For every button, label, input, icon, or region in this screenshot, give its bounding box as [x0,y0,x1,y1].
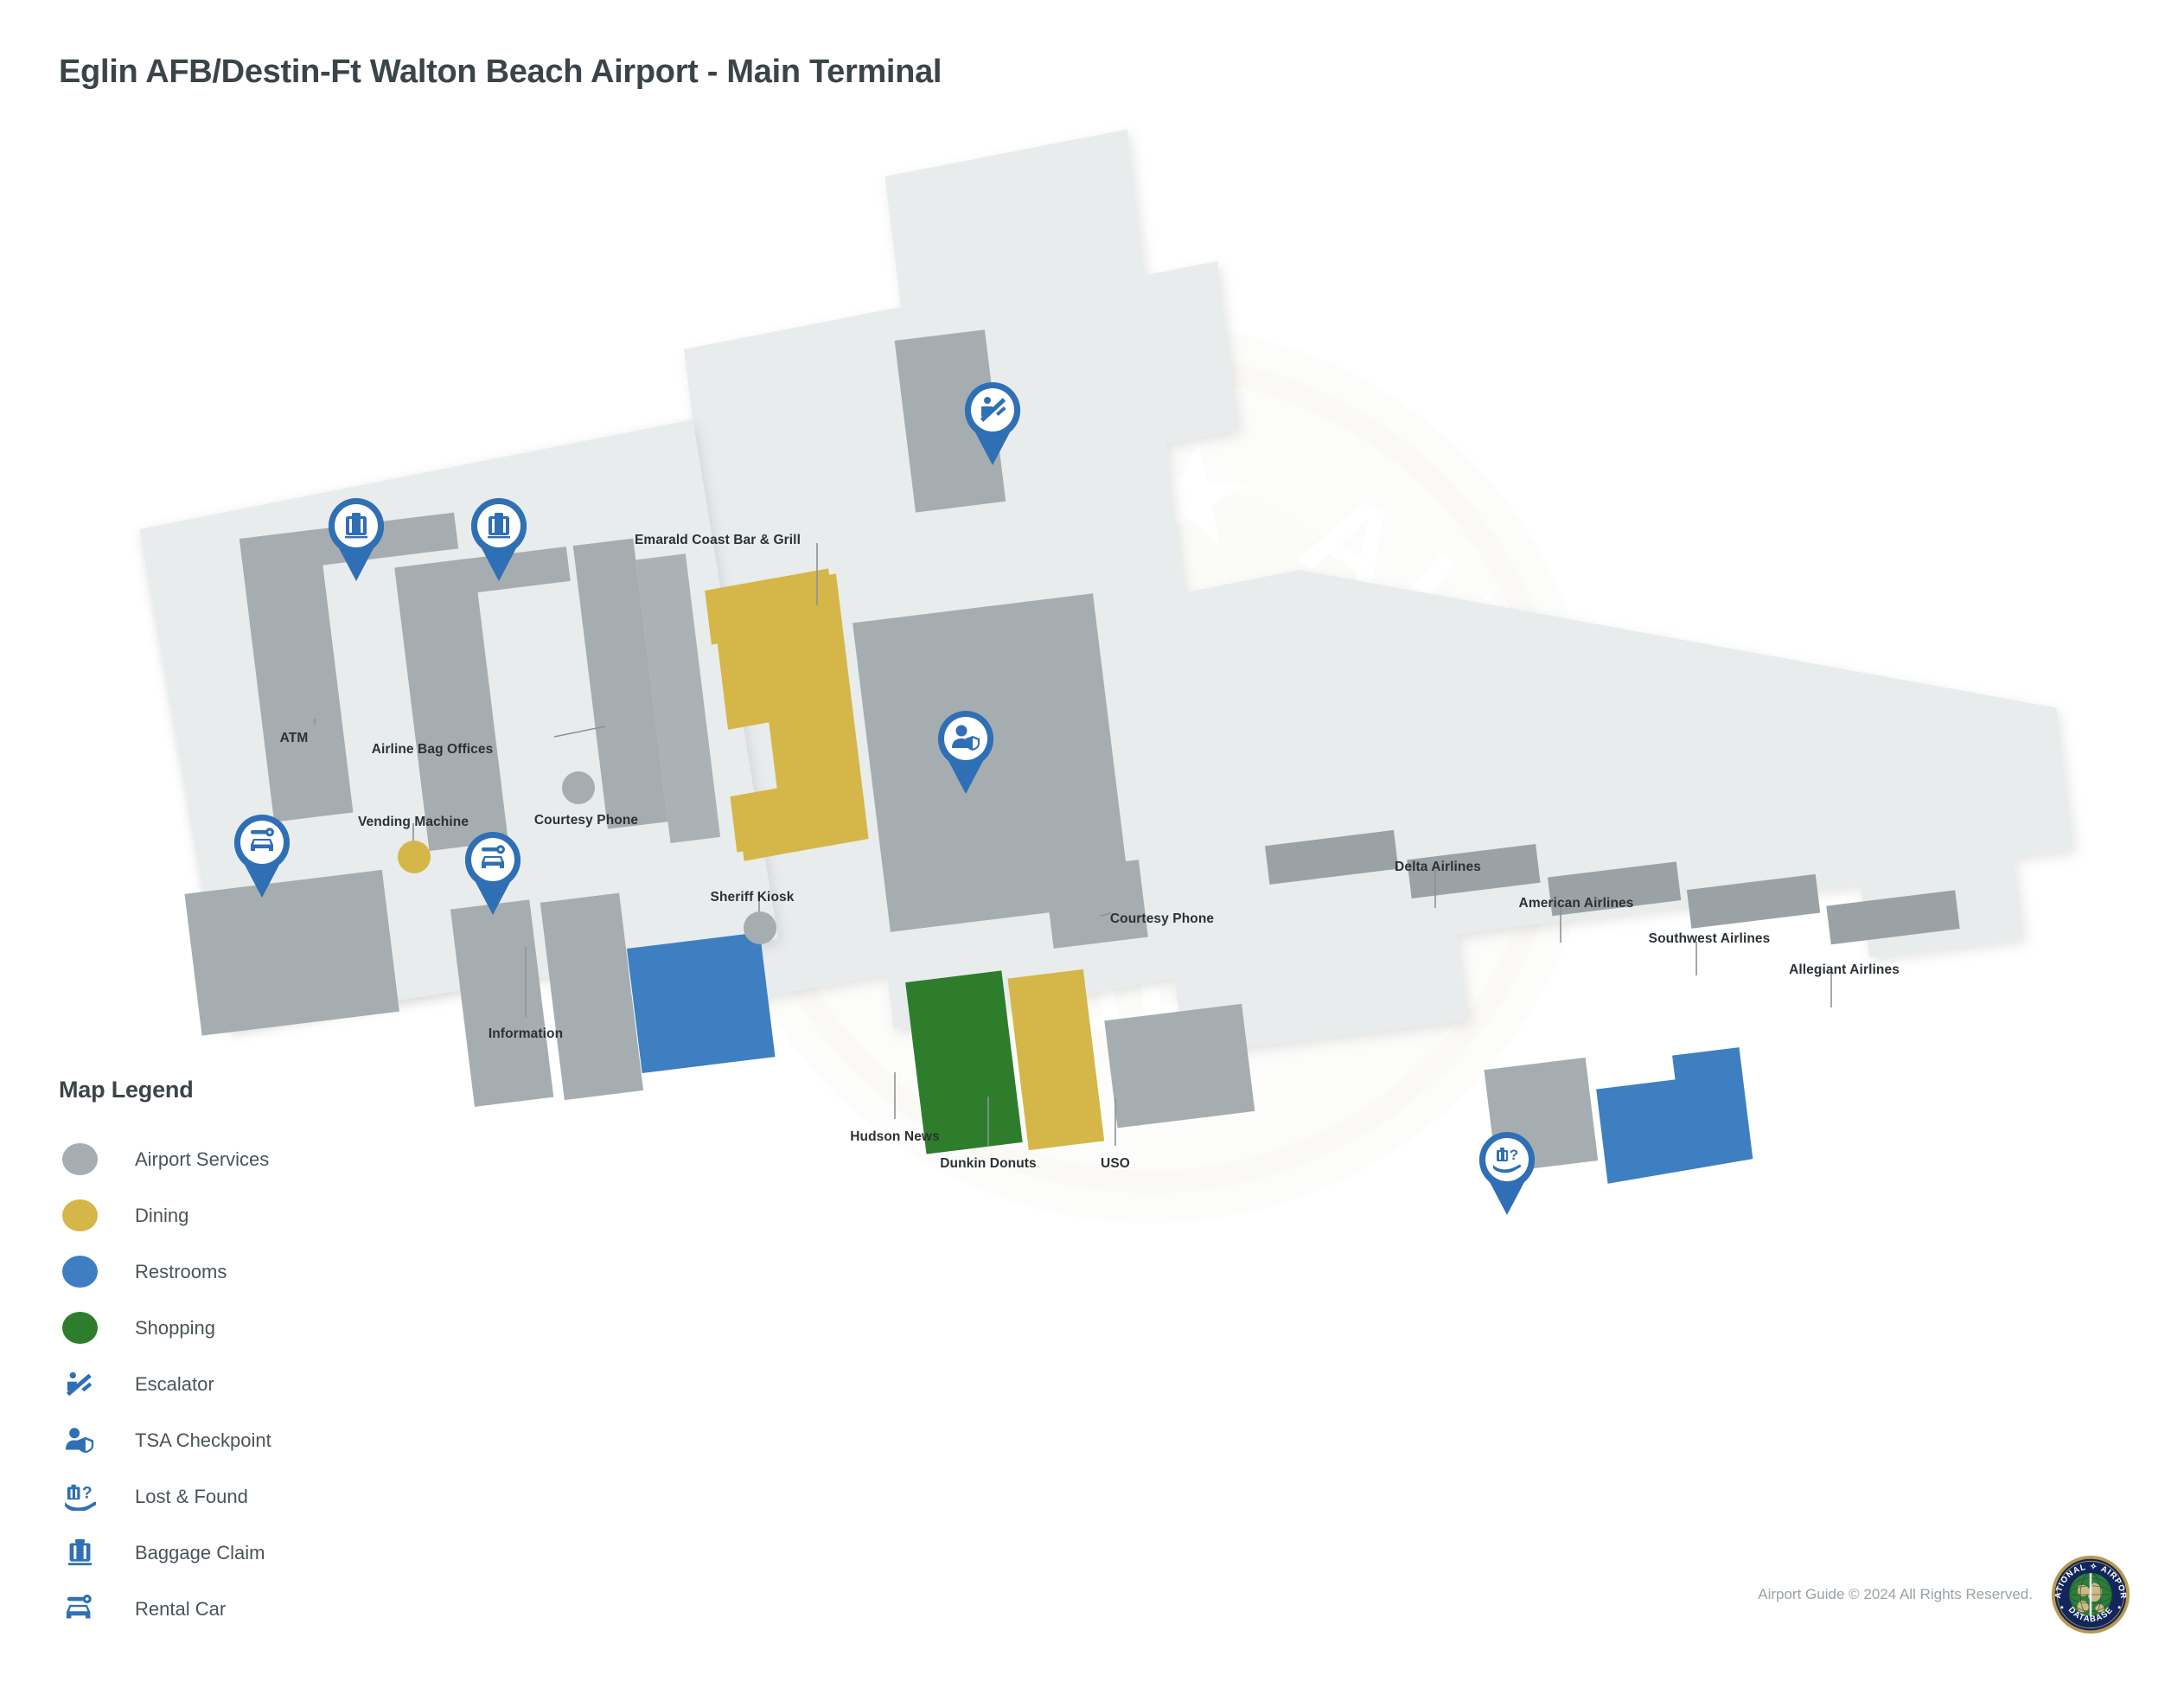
map-label-uso: USO [1101,1156,1130,1171]
pin-escalator[interactable] [955,375,1031,465]
map-point-dots [299,686,1101,944]
svg-text:?: ? [1510,1147,1518,1163]
pin-tsa-checkpoint[interactable] [928,704,1004,794]
atm-dot[interactable] [299,686,332,719]
tsa-checkpoint-icon [62,1424,98,1456]
legend-item-tsa-checkpoint[interactable]: TSA Checkpoint [59,1412,422,1468]
map-label-southwest-airlines: Southwest Airlines [1648,931,1771,946]
footer-copyright: Airport Guide © 2024 All Rights Reserved… [1758,1586,2033,1602]
lost-and-found-icon: ? [62,1480,98,1512]
baggage-claim-icon [62,1537,98,1569]
escalator-icon [62,1368,98,1400]
legend-item-label: Rental Car [135,1597,227,1620]
circle-swatch-icon [62,1256,98,1288]
legend-item-dining[interactable]: Dining [59,1187,422,1244]
terminal-floorplan [139,129,2074,1184]
sheriff-kiosk-dot[interactable] [744,911,776,944]
courtesy-phone-1-dot[interactable] [562,771,595,804]
map-labels: ATM Airline Bag Offices Emarald Coast Ba… [279,533,1900,1171]
legend-item-label: TSA Checkpoint [135,1429,271,1451]
map-label-atm: ATM [279,731,309,745]
national-airport-database-seal: NATIONAL ✧ AIRPORT DATABASE [2047,1548,2130,1634]
map-label-courtesy-phone-1: Courtesy Phone [533,813,639,828]
legend-item-shopping[interactable]: Shopping [59,1300,422,1356]
pin-lost-and-found[interactable]: ? [1469,1125,1545,1215]
map-label-emerald-coast: Emarald Coast Bar & Grill [634,533,801,547]
map-label-allegiant-airlines: Allegiant Airlines [1789,962,1900,977]
legend-item-lost-and-found[interactable]: ? Lost & Found [59,1468,422,1525]
map-pins: ? [224,375,1545,1215]
legend-item-baggage-claim[interactable]: Baggage Claim [59,1525,422,1581]
legend-item-label: Lost & Found [135,1485,248,1507]
map-legend: Map Legend Airport Services Dining Restr… [59,1077,422,1637]
legend-title: Map Legend [59,1077,194,1103]
page-title: Eglin AFB/Destin-Ft Walton Beach Airport… [59,54,942,90]
legend-item-restrooms[interactable]: Restrooms [59,1244,422,1300]
vending-machine-dot[interactable] [398,841,431,873]
pin-rental-car-1[interactable] [224,808,300,898]
courtesy-phone-2-dot[interactable] [1068,903,1101,936]
pin-baggage-claim-2[interactable] [461,491,537,581]
rental-car-icon [62,1593,98,1625]
circle-swatch-icon [62,1312,98,1344]
legend-item-label: Escalator [135,1372,214,1395]
legend-item-label: Dining [135,1204,189,1226]
pin-baggage-claim-1[interactable] [318,491,394,581]
svg-text:?: ? [82,1484,93,1502]
map-label-sheriff-kiosk: Sheriff Kiosk [710,890,795,905]
pin-rental-car-2[interactable] [455,825,531,915]
legend-item-airport-services[interactable]: Airport Services [59,1131,422,1187]
map-label-hudson-news: Hudson News [850,1129,940,1144]
map-label-delta-airlines: Delta Airlines [1395,860,1481,874]
legend-item-rental-car[interactable]: Rental Car [59,1581,422,1637]
circle-swatch-icon [62,1143,98,1175]
map-label-courtesy-phone-2: Courtesy Phone [1109,911,1215,926]
legend-item-label: Baggage Claim [135,1541,265,1563]
legend-item-label: Airport Services [135,1148,270,1170]
legend-item-label: Restrooms [135,1260,227,1282]
map-label-vending-machine: Vending Machine [357,815,469,829]
map-label-information: Information [488,1026,564,1041]
map-label-airline-bag-offices: Airline Bag Offices [371,742,494,757]
circle-swatch-icon [62,1199,98,1231]
map-label-dunkin-donuts: Dunkin Donuts [940,1156,1037,1171]
legend-item-label: Shopping [135,1316,215,1339]
legend-item-escalator[interactable]: Escalator [59,1356,422,1412]
map-label-american-airlines: American Airlines [1518,896,1634,911]
